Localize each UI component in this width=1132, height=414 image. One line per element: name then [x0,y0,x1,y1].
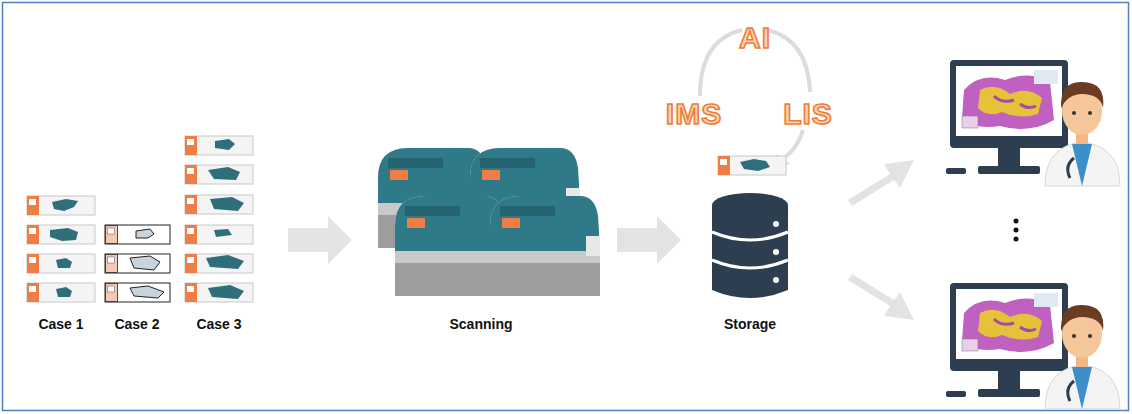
case-label: Case 3 [196,316,241,333]
system-label: IMS [666,96,722,132]
step-label: Scanning [449,316,512,333]
system-label: LIS [783,96,833,132]
step-label: Storage [724,316,776,333]
case-label: Case 2 [114,316,159,333]
system-label: AI [739,20,771,56]
case-label: Case 1 [38,316,83,333]
